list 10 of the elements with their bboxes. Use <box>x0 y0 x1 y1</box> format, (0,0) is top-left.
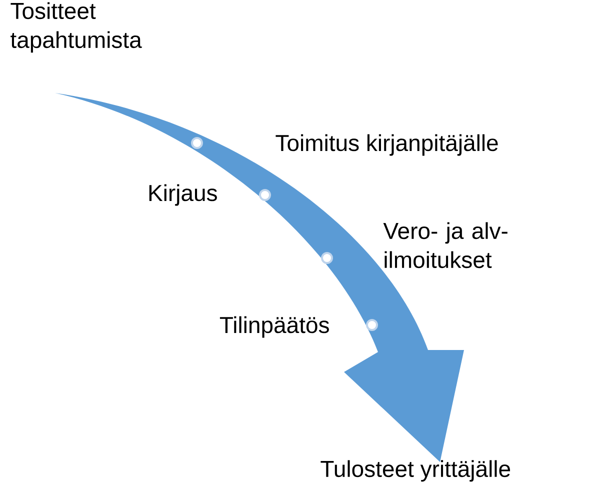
step-label: Kirjaus <box>149 184 217 206</box>
step-label: Tulosteet yrittäjälle <box>320 460 510 482</box>
step-label: Tositteet tapahtumista <box>10 2 142 53</box>
dot <box>321 252 333 264</box>
step-label: Tilinpäätös <box>220 316 329 338</box>
dot <box>366 319 378 331</box>
dot <box>191 137 203 149</box>
step-label: Toimitus kirjanpitäjälle <box>276 134 498 156</box>
dot <box>259 189 271 201</box>
step-label: Vero- ja alv-ilmoitukset <box>383 222 508 268</box>
